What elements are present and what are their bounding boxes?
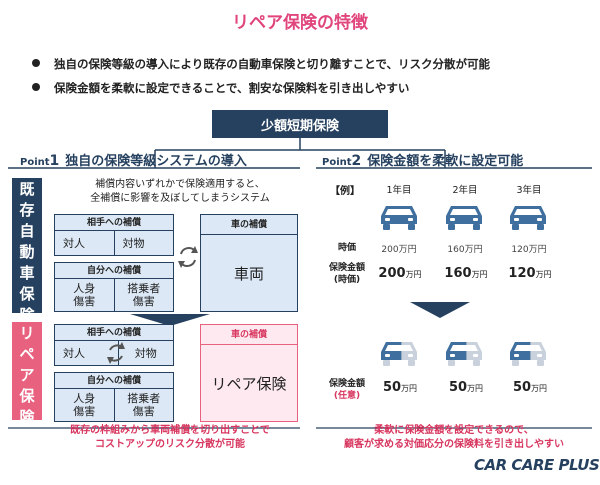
amount-label: 保険金額 (時価) bbox=[328, 263, 365, 285]
car-icon bbox=[510, 206, 546, 230]
market-value: 120万円 bbox=[511, 245, 547, 255]
amount-value: 200万円 bbox=[378, 266, 422, 281]
page-title: リペア保険の特徴 bbox=[232, 13, 368, 33]
repair-amount-value: 50万円 bbox=[512, 380, 548, 395]
repair-amount-label: 保険金額 (任意) bbox=[328, 379, 365, 401]
cycle-arrows-icon bbox=[178, 246, 198, 268]
repair-amount-value: 50万円 bbox=[382, 380, 418, 395]
side-label-repair: リペア保険 bbox=[12, 322, 42, 426]
liability-box: 相手への補償 対人 対物 bbox=[54, 214, 174, 256]
amount-value: 120万円 bbox=[508, 266, 552, 281]
repair-amount-value: 50万円 bbox=[448, 380, 484, 395]
arrow-down-icon bbox=[130, 314, 210, 326]
year-label: 1年目 bbox=[386, 185, 412, 196]
amount-value: 160万円 bbox=[444, 266, 488, 281]
bullet-dot-icon bbox=[32, 59, 40, 67]
market-value: 160万円 bbox=[447, 245, 483, 255]
side-label-existing: 既存自動車保険 bbox=[12, 178, 42, 324]
car-icon bbox=[381, 206, 417, 230]
bullet-item: 保険金額を柔軟に設定できることで、割安な保険料を引き出しやすい bbox=[32, 80, 409, 96]
cycle-arrows-icon bbox=[107, 342, 125, 364]
footer-note-right: 柔軟に保険金額を設定できるので、 顧客が求める対価応分の保険料を引き出しやすい bbox=[344, 425, 564, 450]
self-box: 自分への補償 人身傷害 搭乗者傷害 bbox=[54, 262, 174, 312]
market-value: 200万円 bbox=[381, 245, 417, 255]
repair-coverage-box: 車の補償 リペア保険 bbox=[200, 324, 298, 422]
year-label: 3年目 bbox=[516, 185, 542, 196]
center-label-box: 少額短期保険 bbox=[212, 110, 388, 138]
car-coverage-box: 車の補償 車両 bbox=[200, 214, 298, 312]
year-label: 2年目 bbox=[452, 185, 478, 196]
example-label: 【例】 bbox=[330, 186, 360, 197]
car-icon bbox=[381, 342, 417, 366]
car-icon bbox=[446, 342, 482, 366]
bullet-dot-icon bbox=[32, 83, 40, 91]
self-box: 自分への補償 人身傷害 搭乗者傷害 bbox=[54, 372, 174, 422]
car-icon bbox=[446, 206, 482, 230]
car-care-plus-logo: CAR CARE PLUS bbox=[474, 456, 600, 474]
car-icon bbox=[510, 342, 546, 366]
footer-note-left: 既存の枠組みから車両補償を切り出すことで コストアップのリスク分散が可能 bbox=[70, 425, 270, 450]
liability-box: 相手への補償 対人 対物 bbox=[54, 324, 174, 366]
market-label: 時価 bbox=[337, 243, 356, 253]
existing-note: 補償内容いずれかで保険適用すると、 全補償に影響を及ぼしてしまうシステム bbox=[90, 179, 270, 204]
bullet-item: 独自の保険等級の導入により既存の自動車保険と切り離すことで、リスク分散が可能 bbox=[32, 56, 490, 72]
arrow-down-icon bbox=[410, 302, 470, 318]
